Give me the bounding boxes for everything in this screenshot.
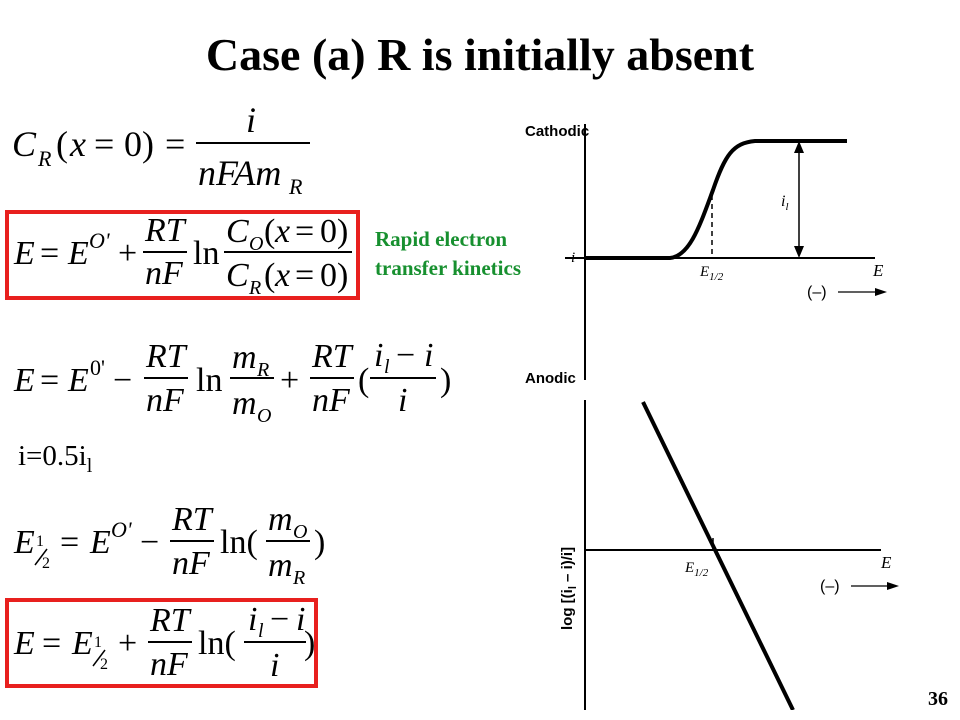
direction-arrowhead-top <box>875 288 887 296</box>
halfwave-top-main: E <box>699 264 709 280</box>
halfwave-bottom-main: E <box>684 560 694 576</box>
wave-curve <box>585 139 847 260</box>
svg-text:m: m <box>232 385 257 422</box>
condition-text: i=0.5i <box>18 440 87 472</box>
arrowhead-down <box>794 246 804 258</box>
halfwave-top-sub: 1/2 <box>709 271 724 283</box>
svg-text:E: E <box>13 524 35 561</box>
page-number: 36 <box>928 688 948 710</box>
annotation-rapid-kinetics: Rapid electron transfer kinetics <box>375 225 521 283</box>
svg-text:−: − <box>113 362 132 399</box>
svg-text:2: 2 <box>42 555 50 572</box>
direction-arrowhead-bottom <box>887 582 899 590</box>
svg-text:nF: nF <box>172 545 211 582</box>
svg-text:R: R <box>37 146 52 171</box>
limiting-sub: l <box>785 201 788 213</box>
svg-text:=: = <box>60 524 79 561</box>
y-axis-label-i: i <box>571 250 575 266</box>
svg-text:=: = <box>40 362 59 399</box>
svg-text:RT: RT <box>171 501 214 538</box>
svg-text:i: i <box>398 382 407 419</box>
svg-text:nF: nF <box>312 382 351 419</box>
svg-text:0': 0' <box>90 355 105 380</box>
highlight-box-nernst <box>5 210 360 300</box>
halfwave-bottom-sub: 1/2 <box>694 567 709 579</box>
svg-text:l: l <box>384 356 390 378</box>
svg-text:): ) <box>314 524 325 561</box>
svg-text:m: m <box>268 501 293 538</box>
x-axis-label-e: E <box>872 261 884 280</box>
svg-text:0): 0) <box>124 124 154 164</box>
direction-label-bottom: (–) <box>820 578 840 595</box>
svg-text:i: i <box>374 337 383 374</box>
label-cathodic: Cathodic <box>525 123 589 140</box>
label-anodic: Anodic <box>525 370 576 387</box>
arrowhead-up <box>794 141 804 153</box>
svg-text:i: i <box>424 337 433 374</box>
svg-text:R: R <box>288 174 303 199</box>
svg-text:E: E <box>13 362 35 399</box>
svg-text:−: − <box>140 524 159 561</box>
svg-text:=: = <box>165 124 185 164</box>
svg-text:C: C <box>12 124 37 164</box>
svg-text:E: E <box>67 362 89 399</box>
log-label-rest: – i)/i] <box>559 547 576 586</box>
direction-label-top: (–) <box>807 284 827 301</box>
svg-text:1: 1 <box>36 533 44 550</box>
svg-text:RT: RT <box>311 338 354 375</box>
annotation-line-1: Rapid electron <box>375 227 508 251</box>
svg-text:m: m <box>268 547 293 584</box>
svg-text:x: x <box>69 124 86 164</box>
svg-text:−: − <box>396 337 415 374</box>
svg-text:R: R <box>292 567 305 589</box>
page-title: Case (a) R is initially absent <box>205 29 755 80</box>
svg-text:ln(: ln( <box>220 524 258 561</box>
svg-text:m: m <box>232 339 257 376</box>
svg-text:=: = <box>94 124 114 164</box>
svg-text:O: O <box>293 521 307 543</box>
svg-text:O: O <box>257 405 271 427</box>
svg-text:R: R <box>256 359 269 381</box>
limiting-main: i <box>781 193 785 210</box>
log-y-axis-label: log [(il – i)/i] <box>559 547 579 630</box>
condition-subscript: l <box>86 454 93 477</box>
svg-text:E: E <box>89 524 111 561</box>
svg-text:nF: nF <box>146 382 185 419</box>
annotation-line-2: transfer kinetics <box>375 256 522 280</box>
log-label-sub: l <box>567 586 579 589</box>
halfwave-label-top: E1/2 <box>699 264 724 283</box>
svg-text:): ) <box>440 362 451 399</box>
svg-text:nFAm: nFAm <box>198 153 281 193</box>
condition-half-current: i=0.5il <box>18 440 92 478</box>
svg-text:O': O' <box>111 517 132 542</box>
current-potential-plot: Cathodic Anodic i E E1/2 il (–) <box>525 123 887 387</box>
log-label-main: log [(i <box>559 589 576 630</box>
svg-text:RT: RT <box>145 338 188 375</box>
svg-text:(: ( <box>56 124 68 164</box>
log-line <box>641 401 795 710</box>
x-axis-label-e-bottom: E <box>880 553 892 572</box>
svg-text:+: + <box>280 362 299 399</box>
svg-text:(: ( <box>358 362 369 399</box>
limiting-current-label: il <box>781 193 789 213</box>
svg-text:i: i <box>246 100 256 140</box>
log-plot: log [(il – i)/i] E1/2 E (–) <box>559 400 899 710</box>
highlight-box-wave-equation <box>5 598 318 688</box>
svg-text:ln: ln <box>196 362 222 399</box>
halfwave-label-bottom: E1/2 <box>684 560 709 579</box>
polarographic-wave-figure: Cathodic Anodic i E E1/2 il (–) log [(il… <box>525 123 899 710</box>
